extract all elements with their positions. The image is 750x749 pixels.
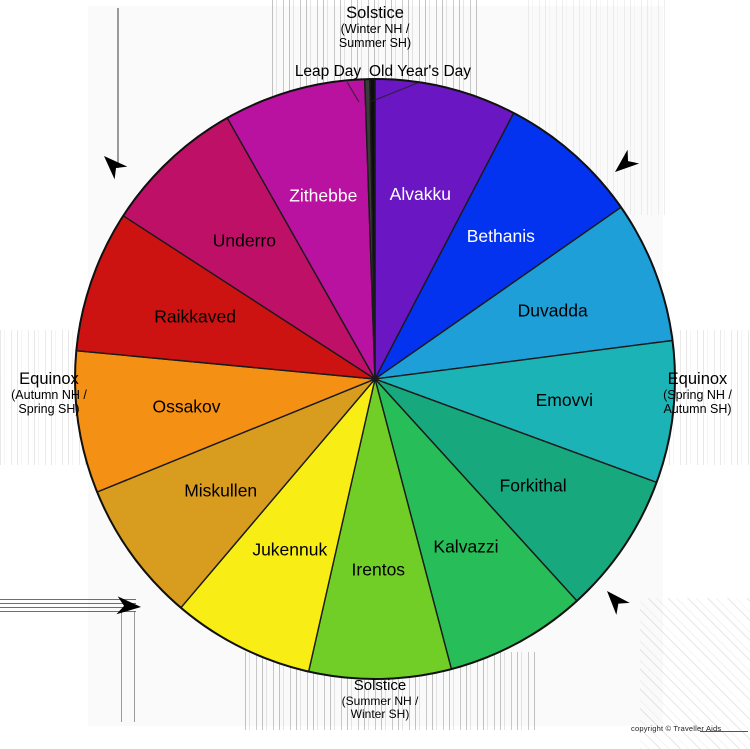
west-equinox-label: Equinox (Autumn NH / Spring SH) [0,370,100,416]
month-label-kalvazzi: Kalvazzi [433,536,498,556]
month-label-irentos: Irentos [352,560,406,580]
south-solstice-sub1: (Summer NH / [341,693,419,708]
arrow-bottom-left-icon [116,596,141,615]
month-label-raikkaved: Raikkaved [154,306,236,326]
east-equinox-title: Equinox [667,370,728,388]
month-label-emovvi: Emovvi [536,390,593,410]
month-label-bethanis: Bethanis [467,226,535,246]
south-solstice-title: Solstice [353,677,407,694]
west-equinox-sub2: Spring SH) [18,402,80,417]
copyright-text: copyright © Traveller Aids [631,724,722,733]
west-equinox-sub1: (Autumn NH / [11,388,87,403]
north-solstice-label: Solstice (Winter NH / Summer SH) [275,4,475,50]
month-label-duvadda: Duvadda [518,300,588,320]
north-solstice-sub2: Summer SH) [338,36,412,51]
north-solstice-title: Solstice [346,4,404,22]
east-equinox-sub2: Autumn SH) [663,402,732,417]
month-label-ossakov: Ossakov [152,397,220,417]
month-label-alvakku: Alvakku [390,184,451,204]
month-labels-group: AlvakkuBethanisDuvaddaEmovviForkithalKal… [152,184,593,580]
east-equinox-sub1: (Spring NH / [663,388,732,403]
month-label-zithebbe: Zithebbe [289,186,357,206]
east-equinox-label: Equinox (Spring NH / Autumn SH) [645,370,750,416]
south-solstice-sub2: Winter SH) [350,707,410,722]
west-equinox-title: Equinox [19,370,79,388]
arrow-top-left-icon [104,156,128,180]
arrow-top-right-icon [615,149,640,172]
pie-outer-rim [74,78,676,680]
leap-day-label: Leap Day [294,63,362,80]
month-label-jukennuk: Jukennuk [252,539,327,559]
old-years-day-leader-line [369,81,421,103]
month-label-underro: Underro [213,230,276,250]
month-label-miskullen: Miskullen [184,481,257,501]
old-years-day-label: Old Year's Day [368,63,472,80]
south-solstice-label: Solstice (Summer NH / Winter SH) [280,677,480,722]
leap-day-leader-line [346,81,360,103]
arrow-bottom-right-icon [607,591,630,615]
pie-slices-group [74,78,676,680]
north-solstice-sub1: (Winter NH / [340,22,410,37]
month-label-forkithal: Forkithal [500,475,567,495]
